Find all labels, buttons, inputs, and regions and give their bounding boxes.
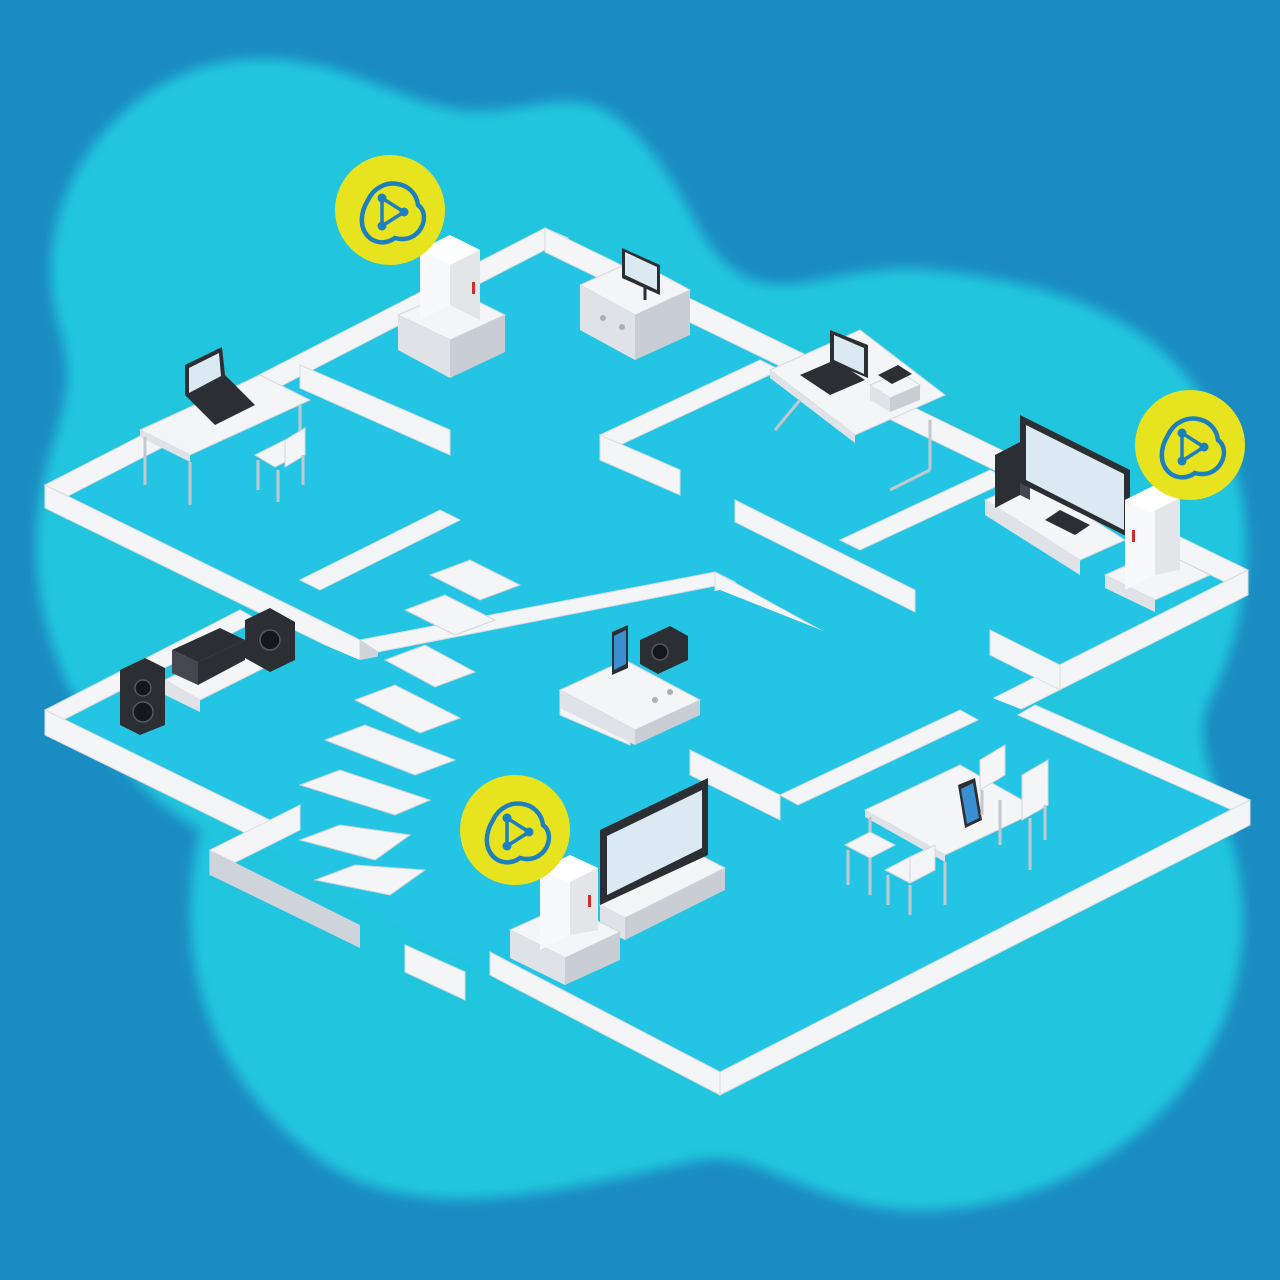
wall-lower-stair-edge (210, 850, 360, 948)
stair-step (383, 644, 477, 688)
radio-icon (640, 626, 688, 674)
wall-stair-top (298, 509, 462, 591)
wifi-repeater-icon (420, 235, 480, 320)
smartphone-icon (612, 625, 628, 675)
chair-icon (253, 427, 307, 502)
cabinet-monitor (578, 259, 692, 360)
wall-lower-door-stub (404, 944, 466, 1001)
wall-interior-4 (734, 499, 916, 613)
printer-icon (868, 365, 922, 412)
stair-step (298, 824, 412, 861)
wifi-repeater-icon (1125, 485, 1180, 590)
wall-interior-1 (299, 364, 451, 456)
wall-interior-6 (989, 629, 1061, 691)
speaker-icon (245, 608, 295, 672)
television-icon (1020, 415, 1130, 538)
chair-icon (843, 831, 897, 895)
wall-interior-3 (599, 434, 681, 496)
stair-step (428, 559, 522, 601)
smartphone-icon (958, 778, 982, 828)
wifi-repeater-icon (540, 855, 598, 950)
speaker-icon (120, 658, 165, 735)
laptop-icon (185, 347, 255, 425)
wall-lower-interior-1 (689, 749, 781, 821)
television-icon (600, 778, 708, 905)
stair-step (353, 684, 462, 734)
stair-step (323, 724, 457, 776)
chair-icon (883, 844, 937, 915)
mesh-network-icon (1135, 390, 1245, 500)
stereo-receiver-icon (172, 628, 245, 685)
sideboard-lower (558, 659, 702, 745)
mesh-network-icon (335, 155, 445, 265)
stair-step (403, 594, 497, 636)
wall-lower-interior-2 (778, 709, 980, 806)
laptop-icon (800, 330, 868, 395)
stair-step (298, 769, 432, 816)
monitor-icon (622, 248, 660, 300)
staircase (298, 559, 522, 896)
chair-icon (979, 744, 1006, 815)
wall-lower-bottom-left (489, 951, 721, 1096)
chair-icon (1021, 759, 1049, 840)
mesh-network-icon (460, 775, 570, 885)
stair-step (313, 864, 427, 896)
